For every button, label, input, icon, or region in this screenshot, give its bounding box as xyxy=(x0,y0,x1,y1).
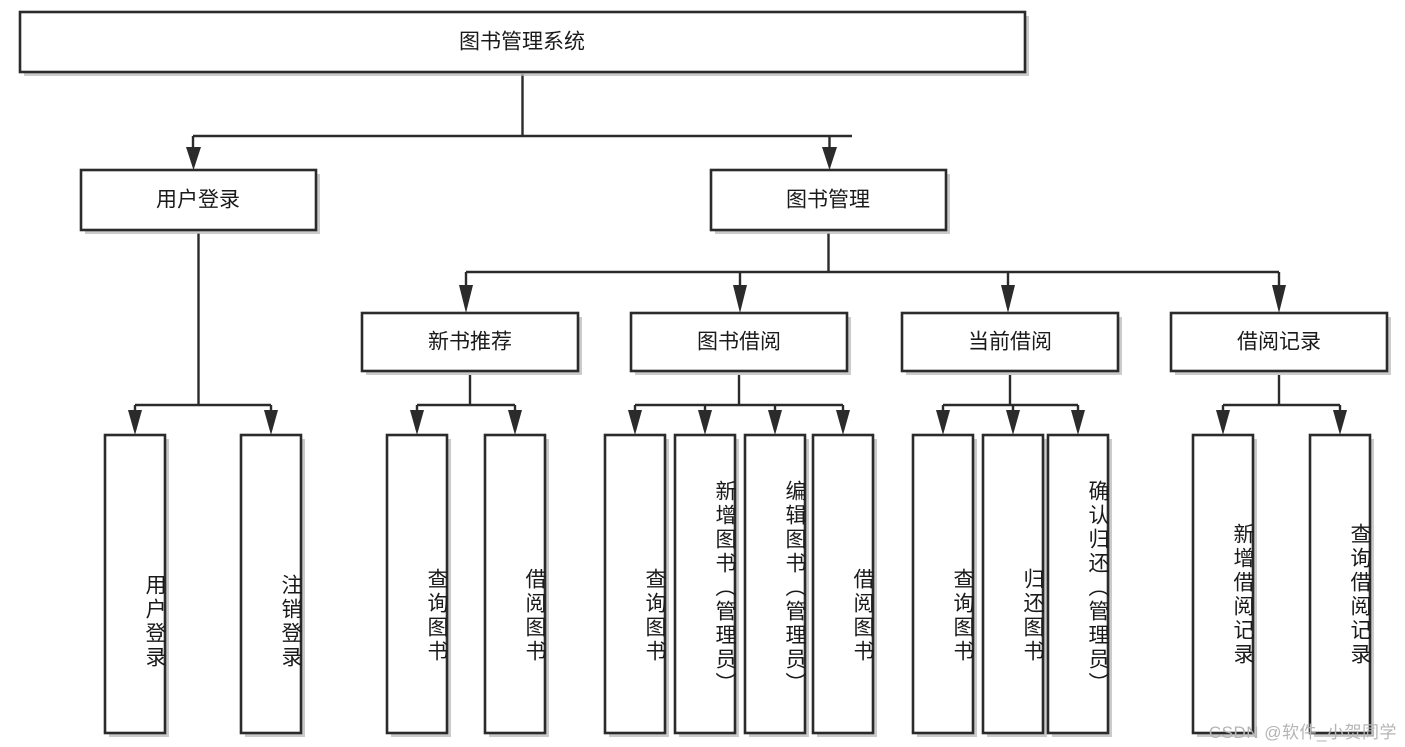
arrowhead-to-leaf-query-book-3 xyxy=(936,410,950,435)
csdn-watermark: CSDN @软件_小贺同学 xyxy=(1208,723,1397,742)
node-user-login[interactable]: 用户登录 xyxy=(79,168,320,234)
node-user-login-label: 用户登录 xyxy=(156,189,240,212)
leaf-query-record-box[interactable] xyxy=(1308,433,1372,735)
arrowhead-to-leaf-query-book-1 xyxy=(410,410,424,435)
arrowhead-to-leaf-edit-book xyxy=(768,410,782,435)
node-root-label: 图书管理系统 xyxy=(459,31,585,54)
arrowheads-layer xyxy=(128,147,1347,435)
arrowhead-to-new-book-recommend xyxy=(459,285,473,313)
connector-book-manage-to-level3 xyxy=(464,233,1281,299)
connector-new-book-recommend-to-leaves xyxy=(415,375,517,425)
leaf-borrow-book-2-box[interactable] xyxy=(811,433,875,735)
node-book-manage-box[interactable] xyxy=(709,168,948,232)
node-new-book-recommend-label: 新书推荐 xyxy=(428,331,512,354)
leaf-logout-login-box[interactable] xyxy=(239,433,303,735)
leaf-query-book-3-box[interactable] xyxy=(911,433,975,735)
nodes-layer: 图书管理系统 用户登录 图书管理 新书推荐 xyxy=(18,10,1391,737)
arrowhead-to-borrow-record xyxy=(1272,285,1286,313)
node-borrow-record[interactable]: 借阅记录 xyxy=(1169,311,1391,375)
leaf-edit-book-box[interactable] xyxy=(743,433,807,735)
leaf-user-login-box[interactable] xyxy=(103,433,167,735)
arrowhead-to-leaf-confirm-return xyxy=(1071,410,1085,435)
leaf-add-record-box[interactable] xyxy=(1191,433,1255,735)
arrowhead-to-leaf-user-login xyxy=(128,410,142,435)
arrowhead-to-leaf-borrow-book-1 xyxy=(508,410,522,435)
arrowhead-to-current-borrow xyxy=(1001,285,1015,313)
node-book-borrow[interactable]: 图书借阅 xyxy=(629,311,851,375)
node-borrow-record-box[interactable] xyxy=(1169,311,1389,373)
arrowhead-to-book-borrow xyxy=(733,285,747,313)
node-new-book-recommend[interactable]: 新书推荐 xyxy=(360,311,582,375)
leaf-confirm-return-box[interactable] xyxy=(1046,433,1110,735)
arrowhead-to-leaf-logout-login xyxy=(264,410,278,435)
leaf-borrow-book-1-box[interactable] xyxy=(483,433,547,735)
node-user-login-box[interactable] xyxy=(79,168,318,232)
leaf-add-book-box[interactable] xyxy=(673,433,737,735)
connector-user-login-to-leaves xyxy=(133,233,273,425)
arrowhead-to-leaf-add-book xyxy=(698,410,712,435)
connector-borrow-record-to-leaves xyxy=(1221,375,1342,425)
node-root-box[interactable] xyxy=(18,10,1027,74)
arrowhead-to-user-login xyxy=(186,147,201,170)
arrowhead-to-leaf-query-book-2 xyxy=(628,410,642,435)
node-book-manage[interactable]: 图书管理 xyxy=(709,168,950,234)
connector-book-borrow-to-leaves xyxy=(633,375,845,425)
arrowhead-to-leaf-return-book xyxy=(1006,410,1020,435)
node-book-borrow-box[interactable] xyxy=(629,311,849,373)
node-current-borrow-label: 当前借阅 xyxy=(968,331,1052,354)
arrowhead-to-book-manage xyxy=(822,147,837,170)
connector-root-to-level2 xyxy=(191,74,852,160)
node-new-book-recommend-box[interactable] xyxy=(360,311,580,373)
node-root[interactable]: 图书管理系统 xyxy=(18,10,1029,76)
node-borrow-record-label: 借阅记录 xyxy=(1237,331,1321,354)
leaf-query-book-2-box[interactable] xyxy=(603,433,667,735)
arrowhead-to-leaf-borrow-book-2 xyxy=(836,410,850,435)
leaf-query-book-1-box[interactable] xyxy=(385,433,449,735)
leaf-return-book-box[interactable] xyxy=(981,433,1045,735)
node-current-borrow-box[interactable] xyxy=(900,311,1120,373)
leaf-boxes-layer xyxy=(103,433,1374,737)
node-book-manage-label: 图书管理 xyxy=(786,189,870,212)
node-book-borrow-label: 图书借阅 xyxy=(697,331,781,354)
arrowhead-to-leaf-query-record xyxy=(1333,410,1347,435)
arrowhead-to-leaf-add-record xyxy=(1216,410,1230,435)
node-current-borrow[interactable]: 当前借阅 xyxy=(900,311,1122,375)
